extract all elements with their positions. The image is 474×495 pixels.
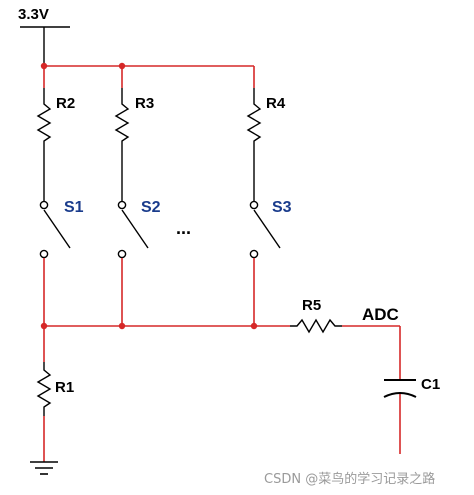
resistor-r2-label: R2 (56, 95, 75, 112)
switch-s3 (249, 152, 281, 259)
junction-dot (250, 322, 258, 330)
resistor-r1 (36, 362, 52, 416)
resistor-r2 (36, 88, 52, 152)
resistor-r1-label: R1 (55, 379, 74, 396)
adc-node-wire (342, 325, 401, 454)
supply-label: 3.3V (18, 6, 49, 23)
watermark-text: CSDN @菜鸟的学习记录之路 (264, 471, 435, 487)
resistor-r4-label: R4 (266, 95, 286, 112)
junction-dot (118, 62, 126, 70)
capacitor-c1-label: C1 (421, 376, 440, 393)
switch-s1-label: S1 (64, 199, 84, 216)
resistor-r4 (246, 88, 262, 152)
bottom-bus-wire (43, 258, 290, 362)
ground-icon (30, 461, 58, 475)
ellipsis-label: ... (176, 218, 191, 238)
supply-symbol (20, 26, 70, 66)
junction-dot (40, 322, 48, 330)
resistor-r3 (114, 88, 130, 152)
resistor-r3-label: R3 (135, 95, 154, 112)
capacitor-c1 (383, 379, 417, 398)
junction-dot (40, 62, 48, 70)
junction-dot (118, 322, 126, 330)
adc-label: ADC (362, 305, 399, 324)
switch-s1 (39, 152, 71, 259)
switch-s2 (117, 152, 149, 259)
switch-s2-label: S2 (141, 199, 161, 216)
resistor-r5 (290, 318, 342, 334)
top-rail-wire (43, 65, 255, 88)
switch-s3-label: S3 (272, 199, 292, 216)
resistor-r5-label: R5 (302, 297, 321, 314)
